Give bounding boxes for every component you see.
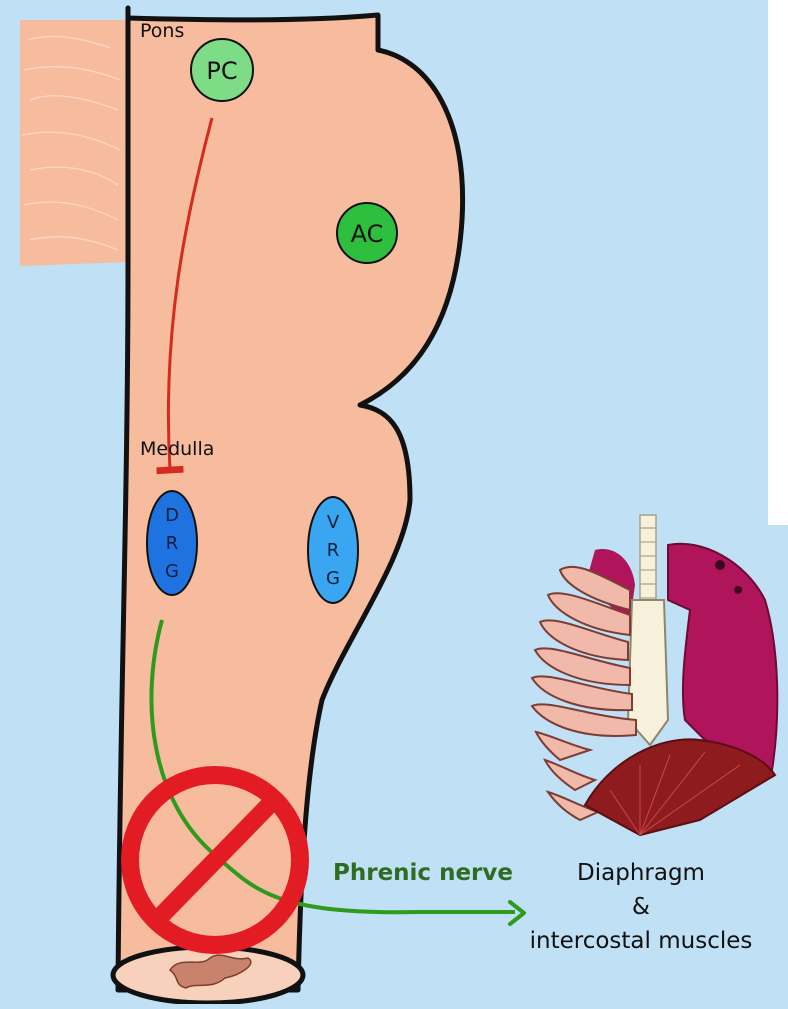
ac-label: AC [351, 220, 384, 248]
effector-label: Diaphragm & intercostal muscles [494, 860, 788, 954]
diaphragm-label: Diaphragm [494, 860, 788, 886]
vrg-letter-v: V [327, 512, 340, 533]
intercostal-muscles-label: intercostal muscles [494, 928, 788, 954]
drg-letter-d: D [165, 505, 179, 526]
pc-label: PC [206, 57, 237, 85]
drg-letter-g: G [165, 561, 179, 582]
vrg-letter-g: G [326, 568, 340, 589]
pons-label: Pons [140, 20, 184, 42]
ampersand-label: & [494, 894, 788, 920]
phrenic-nerve-label: Phrenic nerve [333, 860, 513, 886]
cerebellum-section [20, 20, 128, 266]
white-margin [768, 0, 788, 525]
vrg-letter-r: R [327, 540, 340, 561]
drg-letter-r: R [166, 533, 179, 554]
medulla-label: Medulla [140, 438, 214, 460]
